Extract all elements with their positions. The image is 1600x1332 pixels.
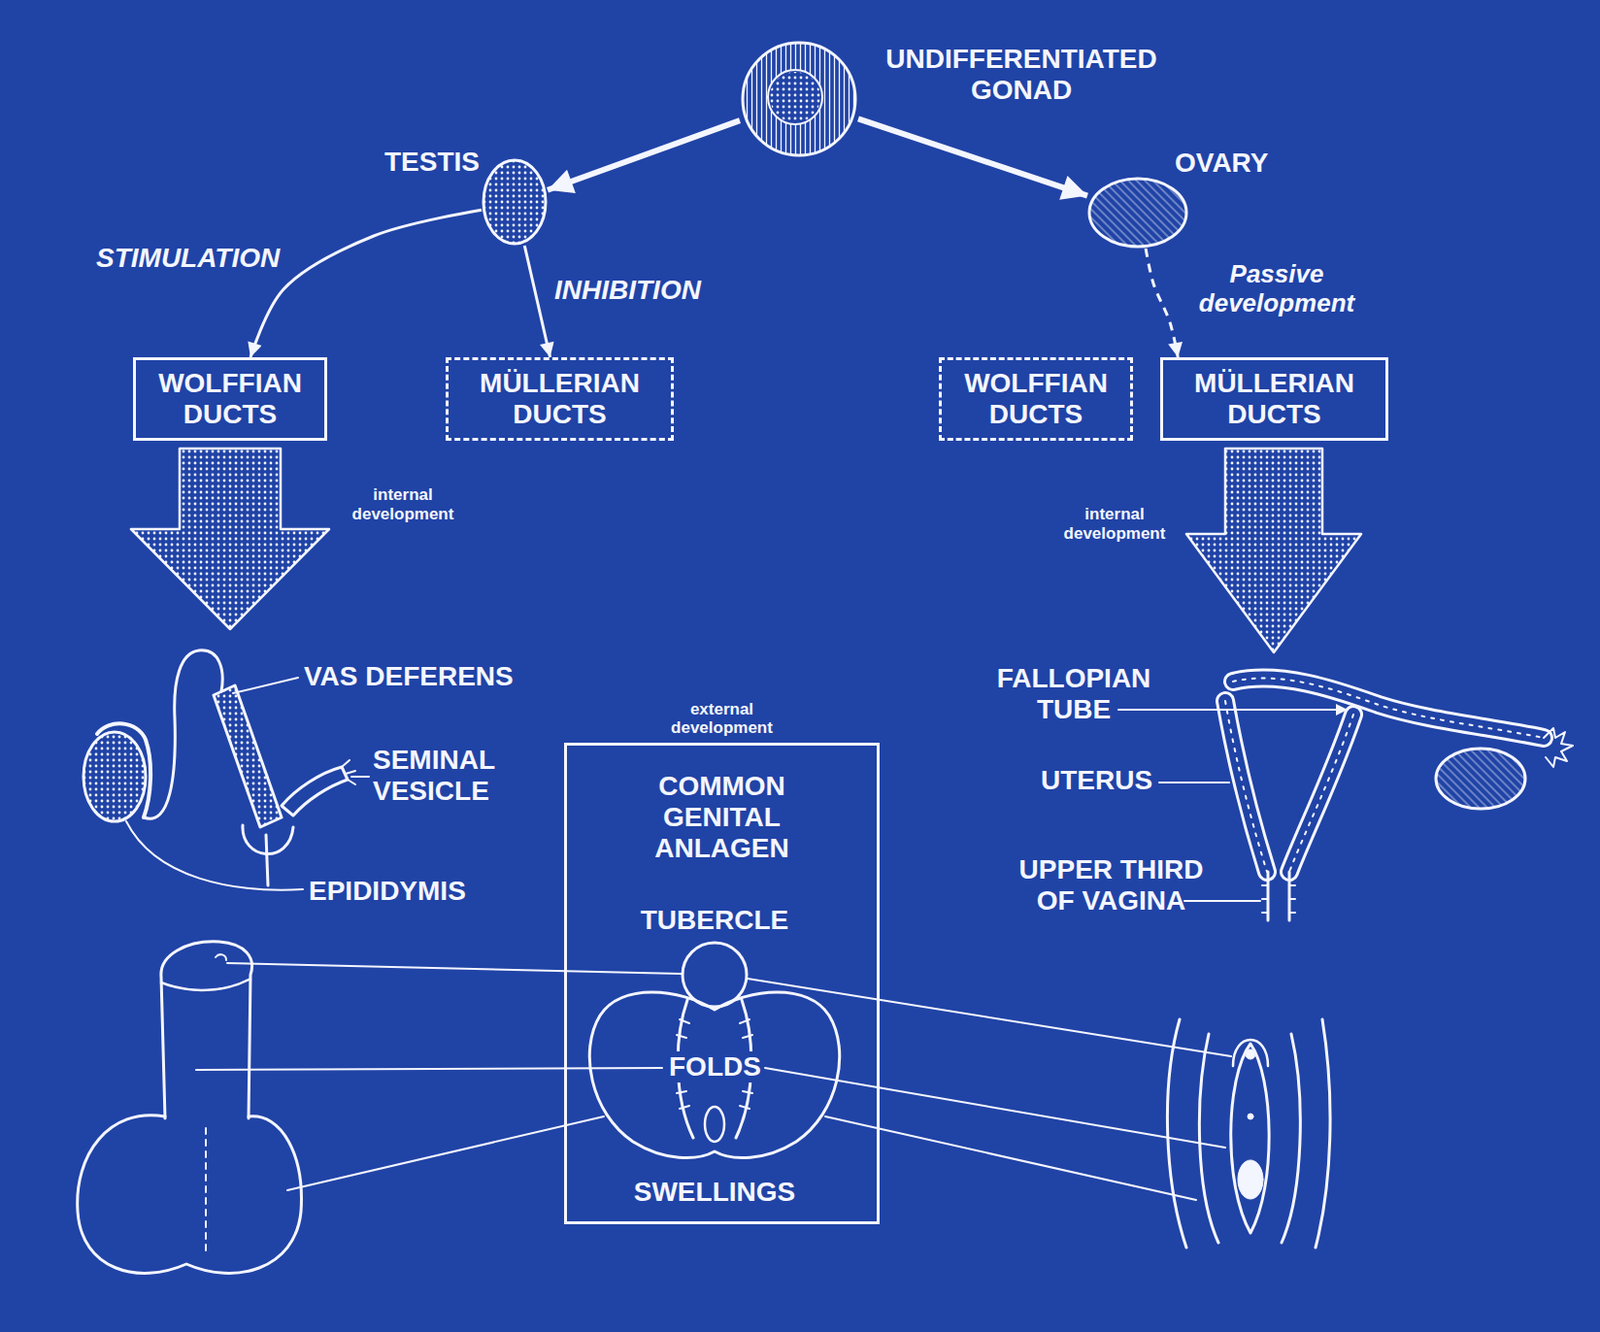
leader-line: [196, 1067, 663, 1070]
part-label: TUBERCLE: [636, 904, 793, 936]
ovary-drawing: [1435, 748, 1526, 809]
vaginal-opening: [1237, 1160, 1264, 1200]
part-label: FALLOPIAN TUBE: [981, 663, 1167, 726]
vagina-ticks: [1262, 885, 1296, 913]
development-arrow: [131, 448, 330, 630]
raphe-drawing: [204, 1128, 207, 1255]
leader-line: [1184, 900, 1261, 902]
fimbriae-drawing: [1543, 728, 1573, 767]
part-label: SWELLINGS: [621, 1176, 808, 1208]
labia-minora-drawing: [1231, 1043, 1269, 1234]
uterus-lumen: [1225, 700, 1267, 872]
part-label: UPPER THIRD OF VAGINA: [997, 854, 1226, 917]
leader-line: [233, 677, 299, 694]
duct-box: WOLFFIAN DUCTS: [133, 357, 328, 441]
leader-line: [1159, 781, 1230, 784]
ovary-label: OVARY: [1174, 147, 1268, 179]
urogenital-slit: [704, 1106, 725, 1142]
regressing-duct-box: MÜLLERIAN DUCTS: [445, 357, 674, 441]
duct-box: MÜLLERIAN DUCTS: [1160, 357, 1389, 441]
duct-label: WOLFFIAN DUCTS: [951, 367, 1121, 431]
duct-label: MÜLLERIAN DUCTS: [458, 367, 662, 431]
tube-texture: [1233, 678, 1544, 738]
part-label: VAS DEFERENS: [303, 661, 514, 693]
connector-arrow: [250, 209, 482, 358]
gonad-outline: [739, 39, 859, 159]
ampulla-drawing: [213, 685, 282, 828]
connector-arrow: [858, 118, 1088, 196]
clitoral-hood: [1233, 1039, 1268, 1067]
uterus-texture: [1289, 714, 1354, 872]
leader-line: [287, 1116, 604, 1191]
fallopian-tube-drawing: [1233, 678, 1544, 738]
duct-label: MÜLLERIAN DUCTS: [1172, 367, 1376, 431]
part-label: UTERUS: [1040, 765, 1153, 797]
urethral-opening: [1247, 1113, 1254, 1120]
uterus-lumen: [1289, 714, 1354, 872]
ovary-shape: [1089, 178, 1187, 247]
connector-arrow: [524, 245, 550, 358]
meatus-drawing: [215, 954, 227, 961]
vas-deferens-drawing: [143, 650, 223, 819]
connector-arrow: [547, 120, 740, 191]
connector-label: INHIBITION: [551, 274, 704, 306]
labia-drawing: [1281, 1033, 1300, 1243]
labia-drawing: [1199, 1033, 1219, 1243]
gonad-circle: UNDIFFERENTIATED GONAD: [739, 39, 859, 159]
testis-label: TESTIS: [384, 146, 480, 178]
gonad-outer: [742, 42, 856, 156]
leader-arrow: [1118, 708, 1348, 711]
connector-arrow: [1145, 248, 1178, 358]
leader-line: [126, 821, 303, 891]
process-note: internal development: [1046, 504, 1183, 543]
part-label: FOLDS: [666, 1051, 765, 1083]
vagina-drawing: [1267, 871, 1290, 921]
testis-ellipse: TESTIS: [481, 158, 548, 246]
testis-shape: [483, 160, 546, 244]
connector-group: [250, 118, 1178, 358]
connector-label: Passive development: [1186, 260, 1367, 319]
uterus-drawing: [1225, 700, 1267, 872]
connector-label: STIMULATION: [93, 242, 283, 274]
ovary-outline: [1087, 176, 1189, 249]
part-label: EPIDIDYMIS: [308, 875, 467, 907]
labia-drawing: [1166, 1019, 1187, 1248]
penis-drawing: [161, 941, 253, 1119]
glans-rim: [161, 978, 251, 991]
duct-label: WOLFFIAN DUCTS: [145, 367, 315, 431]
seminal-vesicle-drawing: [281, 766, 348, 816]
uterus-drawing: [1289, 714, 1354, 872]
uterus-texture: [1225, 700, 1267, 872]
gonad-label: UNDIFFERENTIATED GONAD: [866, 43, 1177, 106]
anlagen-frame: external developmentCOMMON GENITAL ANLAG…: [564, 742, 880, 1225]
frame-heading: COMMON GENITAL ANLAGEN: [639, 770, 805, 866]
testis-outline: [481, 158, 548, 246]
gonad-core: [767, 69, 823, 125]
leader-line: [765, 1067, 1226, 1148]
part-label: SEMINAL VESICLE: [372, 744, 519, 807]
scrotum-drawing: [77, 1115, 302, 1274]
ovary-ellipse: OVARY: [1087, 176, 1189, 249]
tube-lumen: [1233, 678, 1544, 738]
development-arrow: [1186, 448, 1362, 653]
leader-line: [227, 963, 682, 974]
clitoris-drawing: [1245, 1049, 1256, 1060]
section-caption: external development: [639, 700, 805, 738]
seminal-vesicle-fringe: [341, 760, 356, 785]
gonad-core-texture: [769, 71, 821, 123]
leader-line: [825, 1116, 1197, 1200]
leader-line: [351, 775, 369, 778]
epididymis-drawing: [97, 723, 151, 818]
tubercle-drawing: [682, 942, 747, 1007]
testis-drawing: [83, 732, 146, 822]
process-note: internal development: [334, 485, 471, 524]
leader-line: [747, 978, 1232, 1057]
labia-drawing: [1315, 1019, 1331, 1248]
urethra-drawing: [266, 834, 268, 886]
regressing-duct-box: WOLFFIAN DUCTS: [938, 357, 1134, 441]
